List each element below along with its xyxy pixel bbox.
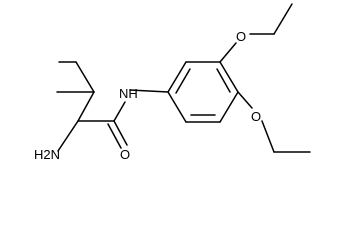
amine-label: H2N — [34, 147, 60, 162]
bond-nh-ring — [129, 89, 169, 93]
bond-ether-o-lower-ch2 — [261, 120, 275, 153]
bond-carbonyl-nh — [113, 101, 126, 122]
ring-bond-4 — [219, 91, 239, 123]
carbonyl-oxygen-label: O — [120, 147, 130, 162]
ring-bond-3-inner — [216, 68, 231, 93]
ether-oxygen-lower-label: O — [251, 109, 261, 124]
ring-bond-1 — [167, 61, 187, 93]
amide-nh-label: NH — [119, 86, 138, 101]
ring-bond-6 — [167, 91, 187, 123]
ether-oxygen-upper-label: O — [236, 29, 246, 44]
bond-ring-ether-o-upper — [219, 42, 237, 63]
bond-carbonyl-o-2 — [107, 123, 122, 149]
ring-bond-3 — [219, 61, 239, 93]
bond-ethyl-ch2-ch — [75, 61, 95, 93]
amine-label-group: H2N — [34, 147, 60, 162]
bond-ch-calpha — [77, 91, 95, 122]
bond-upper-ch2-ch3 — [273, 3, 293, 35]
ring-bond-1-inner — [175, 68, 191, 94]
bond-ring-ether-o-lower — [237, 91, 253, 109]
chemical-structure-diagram: H2N NH O O O — [34, 3, 311, 162]
bond-carbonyl-o-1 — [113, 120, 128, 146]
bond-calpha-amine — [57, 120, 79, 152]
